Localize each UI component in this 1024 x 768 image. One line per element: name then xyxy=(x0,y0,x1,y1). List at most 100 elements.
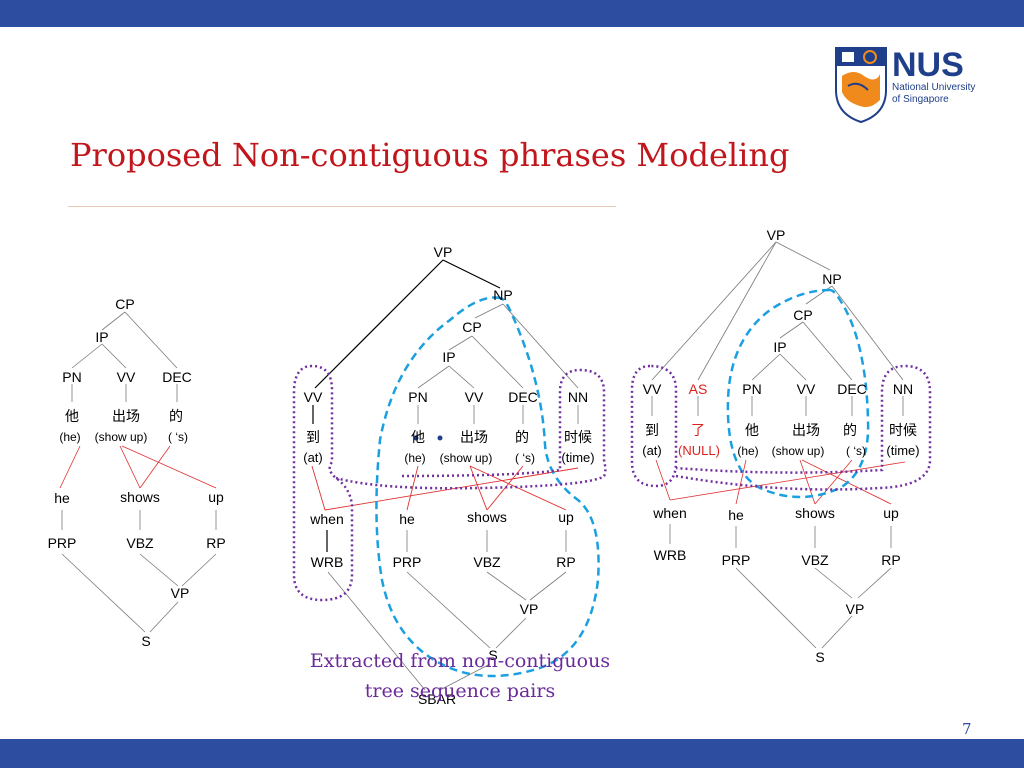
right-ip: IP xyxy=(773,339,786,355)
top-banner xyxy=(0,0,1024,27)
caption-line-1: Extracted from non-contiguous xyxy=(309,650,611,672)
mid-sbar: SBAR xyxy=(418,691,456,707)
mid-vv2: VV xyxy=(465,389,484,405)
mid-gloss-show: (show up) xyxy=(440,451,493,465)
mid-word-ta: 他 xyxy=(411,429,425,445)
right-word-dao: 到 xyxy=(645,422,659,438)
mid-nn: NN xyxy=(568,389,588,405)
mid-word-de: 的 xyxy=(515,429,529,445)
right-prp: PRP xyxy=(722,552,751,568)
left-tree-alignments xyxy=(59,445,217,489)
left-tree xyxy=(61,311,217,633)
mid-word-chuchang: 出场 xyxy=(460,429,488,445)
right-cyan-region xyxy=(726,288,870,499)
left-en-up: up xyxy=(208,489,224,505)
bottom-banner xyxy=(0,739,1024,768)
diagram-caption: Extracted from non-contiguous tree seque… xyxy=(270,646,650,706)
middle-tree-black-edges xyxy=(312,259,501,552)
left-gloss-he: (he) xyxy=(59,430,80,444)
mid-vp: VP xyxy=(434,244,453,260)
middle-cyan-region xyxy=(375,296,600,678)
left-cp: CP xyxy=(115,296,134,312)
right-gloss-show: (show up) xyxy=(772,444,825,458)
right-gloss-he: (he) xyxy=(737,444,758,458)
left-en-shows: shows xyxy=(120,489,160,505)
right-vv: VV xyxy=(643,381,662,397)
middle-tree-labels: VP NP CP IP VV PN VV DEC NN 到 (at) 他 出场 … xyxy=(303,244,594,707)
right-dec: DEC xyxy=(837,381,867,397)
mid-s: S xyxy=(488,647,497,663)
logo-name: NUS xyxy=(892,46,964,84)
right-tree-labels: VP NP CP IP VV AS PN VV DEC NN 到 (at) 了 … xyxy=(642,227,919,665)
right-en-he: he xyxy=(728,507,744,523)
right-tree-alignments xyxy=(655,459,906,505)
right-en-when: when xyxy=(652,505,686,521)
right-vp2: VP xyxy=(846,601,865,617)
right-en-up: up xyxy=(883,505,899,521)
left-word-ta: 他 xyxy=(65,408,79,424)
mid-ip: IP xyxy=(442,349,455,365)
left-vv: VV xyxy=(117,369,136,385)
mid-word-shihou: 时候 xyxy=(564,429,592,445)
mid-vv: VV xyxy=(304,389,323,405)
mid-en-when: when xyxy=(309,511,343,527)
middle-dot-2 xyxy=(437,435,443,441)
right-np: NP xyxy=(822,271,841,287)
mid-cp: CP xyxy=(462,319,481,335)
left-word-de: 的 xyxy=(169,408,183,424)
middle-purple-group-bottom xyxy=(335,368,607,490)
mid-prp: PRP xyxy=(393,554,422,570)
mid-word-dao: 到 xyxy=(306,429,320,445)
left-vbz: VBZ xyxy=(126,535,154,551)
right-wrb: WRB xyxy=(654,547,687,563)
left-pn: PN xyxy=(62,369,81,385)
right-vp: VP xyxy=(767,227,786,243)
left-prp: PRP xyxy=(48,535,77,551)
mid-gloss-s: ( ‘s) xyxy=(515,451,535,465)
mid-en-he: he xyxy=(399,511,415,527)
left-tree-labels: CP IP PN VV DEC 他 出场 的 (he) (show up) ( … xyxy=(48,296,226,649)
title-divider xyxy=(68,206,616,207)
mid-gloss-he: (he) xyxy=(404,451,425,465)
right-word-shihou: 时候 xyxy=(889,422,917,438)
mid-gloss-at: (at) xyxy=(303,450,323,465)
right-purple-group-bottom xyxy=(675,364,932,491)
logo-subtitle-1: National University xyxy=(892,82,976,93)
left-dec: DEC xyxy=(162,369,192,385)
right-word-chuchang: 出场 xyxy=(792,422,820,438)
mid-vbz: VBZ xyxy=(473,554,501,570)
right-vv2: VV xyxy=(797,381,816,397)
page-number: 7 xyxy=(962,720,972,738)
nus-wordmark: NUS National University of Singapore xyxy=(892,48,975,106)
right-gloss-null: (NULL) xyxy=(678,443,720,458)
left-ip: IP xyxy=(95,329,108,345)
right-gloss-time: (time) xyxy=(886,443,919,458)
left-gloss-show: (show up) xyxy=(95,430,148,444)
nus-crest-icon xyxy=(835,47,887,124)
left-vp: VP xyxy=(171,585,190,601)
right-word-ta: 他 xyxy=(745,422,759,438)
right-rp: RP xyxy=(881,552,900,568)
right-as: AS xyxy=(689,381,708,397)
right-vbz: VBZ xyxy=(801,552,829,568)
middle-purple-group-left xyxy=(292,364,354,602)
right-cp: CP xyxy=(793,307,812,323)
left-s: S xyxy=(141,633,150,649)
middle-tree xyxy=(327,303,579,691)
left-rp: RP xyxy=(206,535,225,551)
right-nn: NN xyxy=(893,381,913,397)
caption-line-2: tree sequence pairs xyxy=(364,680,556,702)
middle-dot-1 xyxy=(413,435,419,441)
right-en-shows: shows xyxy=(795,505,835,521)
mid-dec: DEC xyxy=(508,389,538,405)
right-tree xyxy=(651,241,904,649)
mid-rp: RP xyxy=(556,554,575,570)
mid-en-shows: shows xyxy=(467,509,507,525)
right-pn: PN xyxy=(742,381,761,397)
mid-vp2: VP xyxy=(520,601,539,617)
left-word-chuchang: 出场 xyxy=(112,408,140,424)
slide-title: Proposed Non-contiguous phrases Modeling xyxy=(70,136,790,174)
mid-en-up: up xyxy=(558,509,574,525)
mid-np: NP xyxy=(493,287,512,303)
